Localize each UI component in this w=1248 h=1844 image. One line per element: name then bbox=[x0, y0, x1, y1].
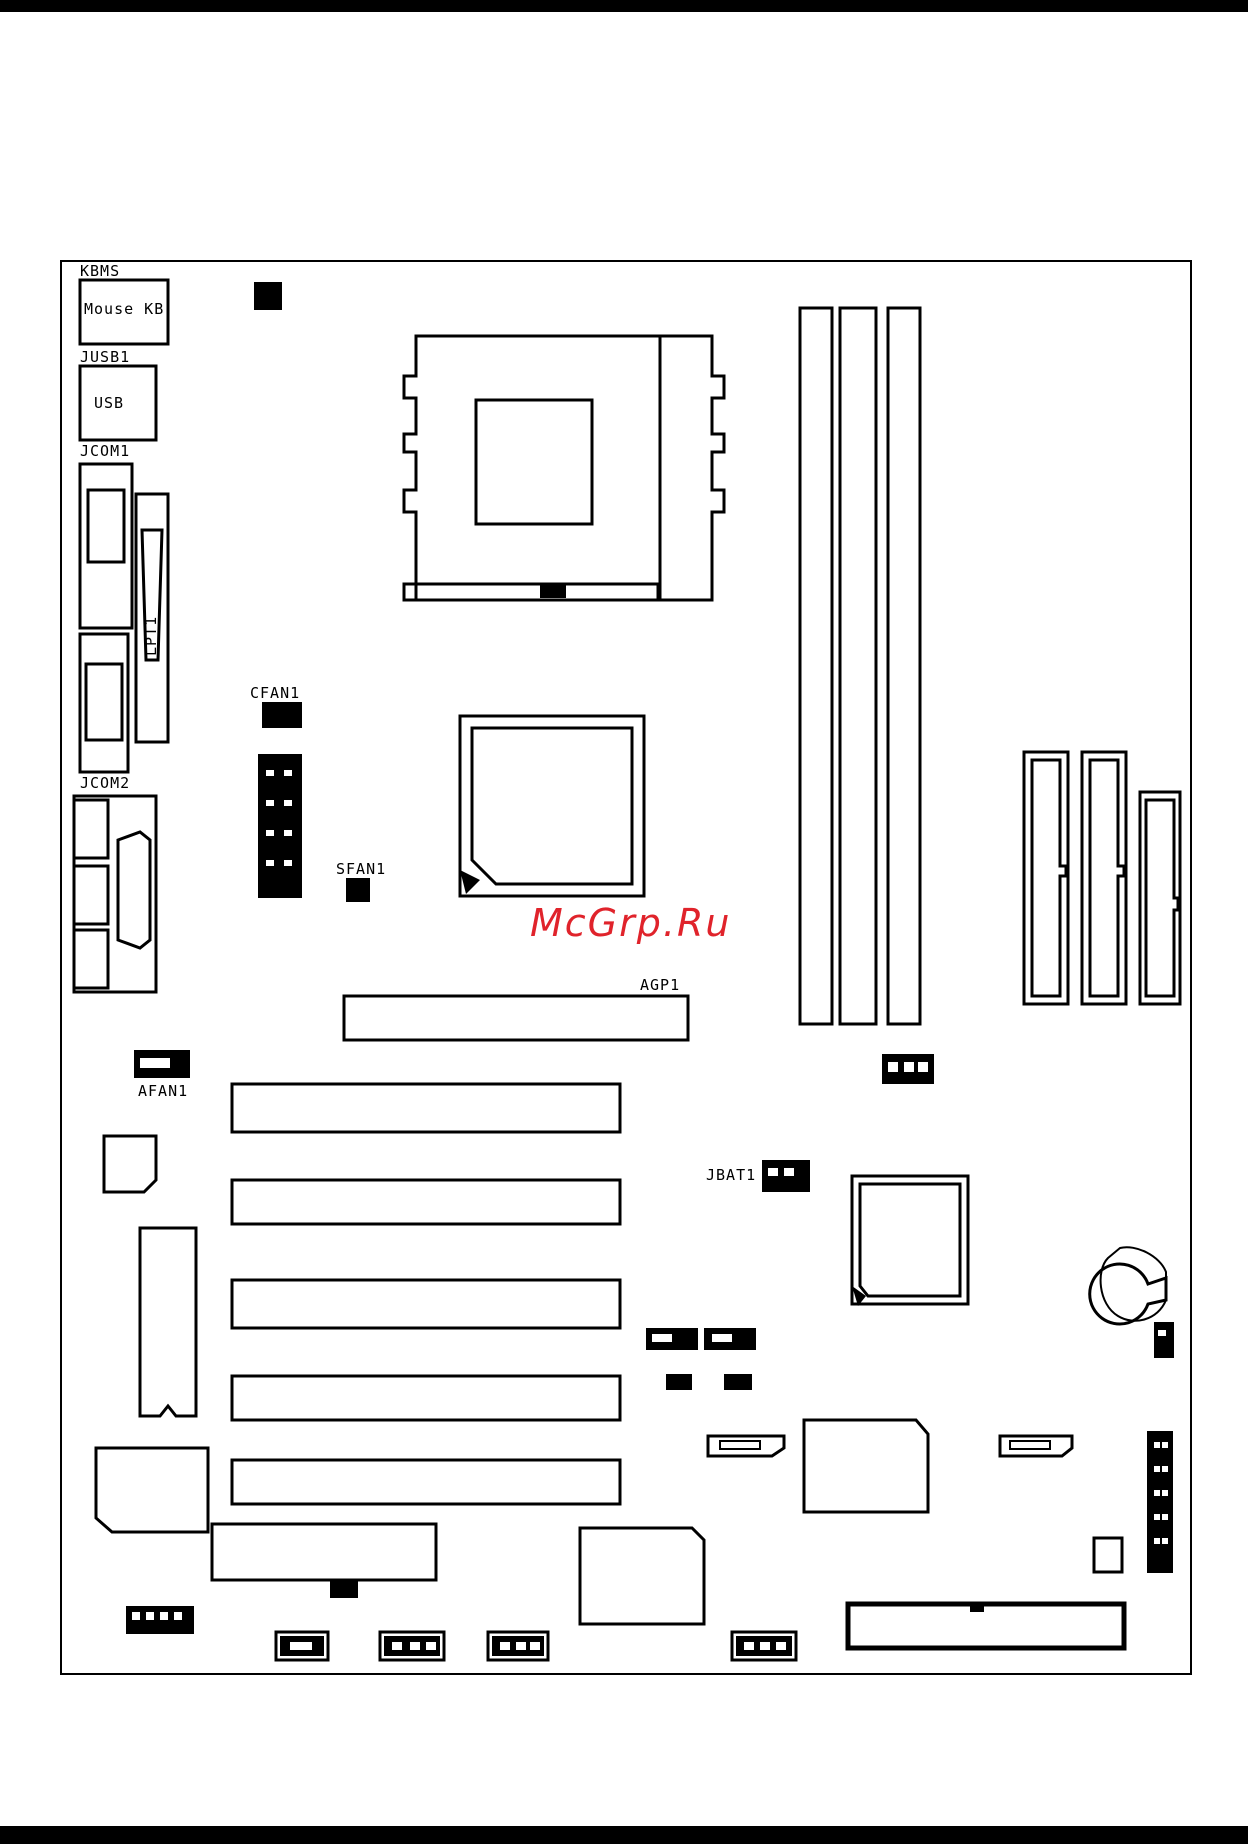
label-afan: AFAN1 bbox=[138, 1082, 188, 1100]
label-kbms: KBMS bbox=[80, 262, 120, 280]
lan-chip bbox=[804, 1420, 928, 1512]
label-lpt: LPT1 bbox=[142, 616, 160, 656]
jumper-small-1 bbox=[666, 1374, 692, 1390]
northbridge-die bbox=[472, 728, 632, 884]
atx-power-connector bbox=[848, 1604, 1124, 1648]
nb-pin1-marker bbox=[460, 870, 480, 894]
southbridge-chip bbox=[852, 1176, 968, 1304]
socket-lever-tab bbox=[540, 584, 566, 598]
io-chip bbox=[96, 1448, 208, 1532]
cmos-jumper bbox=[1154, 1322, 1174, 1358]
sata-connector-1-inner bbox=[720, 1441, 760, 1449]
game-port bbox=[118, 832, 150, 948]
cnr-slot bbox=[212, 1524, 436, 1580]
label-agp: AGP1 bbox=[640, 976, 680, 994]
audio-chip bbox=[104, 1136, 156, 1192]
jbat-jumper bbox=[1094, 1538, 1122, 1572]
label-kb-ms: Mouse KB bbox=[84, 300, 164, 318]
jumper-small-2 bbox=[724, 1374, 752, 1390]
dimm-slot-3 bbox=[888, 308, 920, 1024]
cpu-socket-core bbox=[476, 400, 592, 524]
front-panel-pins bbox=[1148, 1432, 1172, 1572]
watermark: McGrp.Ru bbox=[530, 901, 731, 945]
pci-slot-4 bbox=[232, 1376, 620, 1420]
northbridge-chip bbox=[460, 716, 644, 896]
label-com1: JCOM1 bbox=[80, 442, 130, 460]
cpu-socket-base bbox=[404, 584, 658, 600]
kbms-jumper bbox=[254, 282, 282, 310]
bios-chip bbox=[140, 1228, 196, 1416]
agp-slot bbox=[344, 996, 688, 1040]
dimm-slot-1 bbox=[800, 308, 832, 1024]
spdif-header bbox=[330, 1580, 358, 1598]
atx-12v-connector bbox=[258, 754, 302, 898]
pci-slot-1 bbox=[232, 1084, 620, 1132]
atx-power-key bbox=[970, 1604, 984, 1612]
label-com2: JCOM2 bbox=[80, 774, 130, 792]
audio-jack-3 bbox=[74, 930, 108, 988]
southbridge-die bbox=[860, 1184, 960, 1296]
audio-jack-2 bbox=[74, 866, 108, 924]
cmos-battery-body bbox=[1101, 1247, 1166, 1321]
label-cfan: CFAN1 bbox=[250, 684, 300, 702]
cpu-fan-header bbox=[262, 702, 302, 728]
ide1-inner bbox=[1032, 760, 1066, 996]
pci-slot-5 bbox=[232, 1460, 620, 1504]
label-sfan: SFAN1 bbox=[336, 860, 386, 878]
pci-slot-3 bbox=[232, 1280, 620, 1328]
fdd-inner bbox=[1146, 800, 1178, 996]
com1-port bbox=[88, 490, 124, 562]
pci-slot-2 bbox=[232, 1180, 620, 1224]
controller-chip bbox=[580, 1528, 704, 1624]
system-fan-header bbox=[346, 878, 370, 902]
sata-connector-2-inner bbox=[1010, 1441, 1050, 1449]
ide2-inner bbox=[1090, 760, 1124, 996]
audio-connector bbox=[74, 796, 156, 992]
label-usb: USB bbox=[94, 394, 124, 412]
label-usb-header: JUSB1 bbox=[80, 348, 130, 366]
audio-jack-1 bbox=[74, 800, 108, 858]
dimm-slot-2 bbox=[840, 308, 876, 1024]
com2-port bbox=[86, 664, 122, 740]
label-jbat: JBAT1 bbox=[706, 1166, 756, 1184]
cpu-socket bbox=[404, 336, 724, 600]
